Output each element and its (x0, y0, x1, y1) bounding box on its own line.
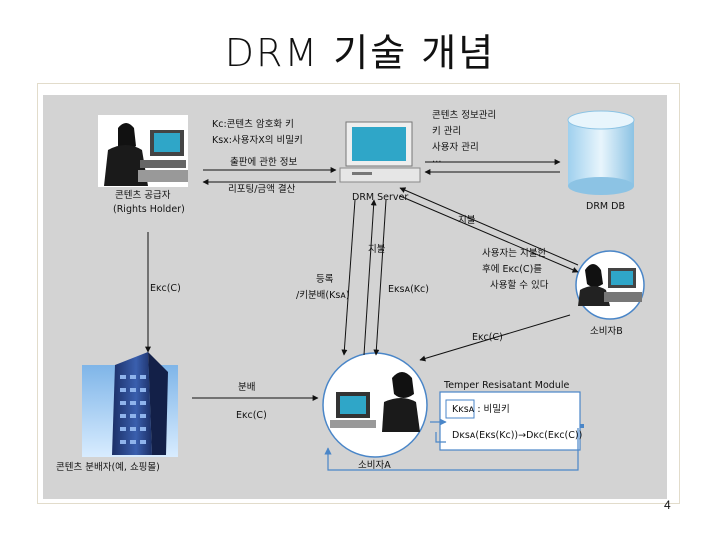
consumer-a-label: 소비자A (358, 460, 391, 471)
tamper-module-box (439, 391, 584, 451)
consumer-b-label: 소비자B (590, 326, 623, 337)
rights-holder-label: 콘텐츠 공급자 (115, 190, 171, 201)
slide-title: DRM 기술 개념 (224, 31, 496, 75)
ekc-b-label: Eᴋc(C) (472, 332, 503, 343)
reuse-note-line1: 사용자는 지불한 (482, 248, 547, 259)
reuse-note-line2: 후에 Eᴋc(C)를 (482, 264, 543, 275)
payment-a-label: 지불 (368, 244, 386, 255)
distributor-illustration (82, 352, 178, 457)
db-function-more: … (432, 154, 442, 165)
rights-holder-sublabel: (Rights Holder) (113, 204, 185, 215)
drm-server-illustration (339, 121, 421, 183)
drm-server-label: DRM Server (352, 192, 409, 203)
flow-arrows (145, 159, 579, 401)
drm-db-label: DRM DB (586, 201, 625, 212)
page-number: 4 (664, 498, 671, 512)
consumer-a-illustration (322, 352, 428, 458)
decrypt-formula-label: Dᴋsᴀ(Eᴋs(Kc))→Dᴋc(Eᴋc(C)) (452, 430, 583, 441)
reuse-note-line3: 사용할 수 있다 (490, 280, 549, 291)
key-definition-kc: Kc:콘텐츠 암호화 키 (212, 119, 294, 130)
key-definition-ksx: Ksx:사용자X의 비밀키 (212, 135, 303, 146)
db-function-user: 사용자 관리 (432, 142, 479, 153)
ekc-distribution-label: Eᴋc(C) (236, 410, 267, 421)
payment-b-label: 지불 (458, 215, 476, 226)
module-arrows (324, 418, 579, 471)
eksa-label: Eᴋsᴀ(Kc) (388, 284, 429, 295)
tamper-module-label: Temper Resisatant Module (444, 380, 570, 391)
report-settle-label: 리포팅/금액 결산 (228, 184, 296, 195)
distribution-label: 분배 (238, 382, 256, 393)
db-function-key: 키 관리 (432, 126, 462, 137)
register-label: 등록 (316, 274, 334, 285)
ekc-left-label: Eᴋc(C) (150, 283, 181, 294)
drm-db-illustration (567, 110, 635, 195)
rights-holder-illustration (98, 115, 188, 187)
consumer-b-illustration (575, 250, 645, 320)
distributor-label: 콘텐츠 분배자(예, 쇼핑몰) (56, 462, 160, 473)
publish-info-label: 출판에 관한 정보 (230, 157, 298, 168)
secret-key-label: Kᴋsᴀ : 비밀키 (452, 404, 510, 415)
key-distribution-label: /키분배(Ksᴀ) (296, 290, 350, 301)
db-function-content: 콘텐츠 정보관리 (432, 110, 497, 121)
